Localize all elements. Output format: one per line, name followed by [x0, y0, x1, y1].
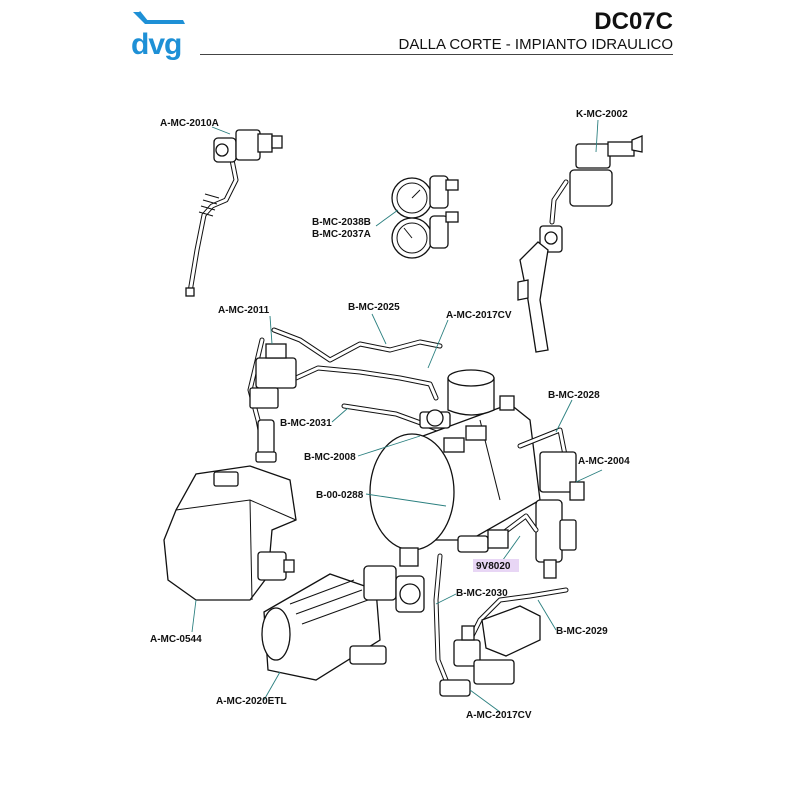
dvg-logo-icon — [133, 11, 185, 24]
label-a-mc-0544[interactable]: A-MC-0544 — [150, 634, 202, 645]
label-b-mc-2028[interactable]: B-MC-2028 — [548, 390, 600, 401]
steam-valve-assembly[interactable] — [185, 129, 283, 297]
label-b-mc-2029[interactable]: B-MC-2029 — [556, 626, 608, 637]
pressure-switch-a-mc-2004[interactable] — [517, 427, 585, 579]
label-b-00-0288[interactable]: B-00-0288 — [316, 490, 364, 501]
logo-text: dvg — [131, 28, 182, 61]
label-highlight — [473, 559, 519, 572]
part-labels: A-MC-2010A K-MC-2002 B-MC-2038B B-MC-203… — [150, 109, 630, 721]
lower-pipes[interactable] — [433, 553, 569, 683]
label-a-mc-2017cv-top[interactable]: A-MC-2017CV — [446, 310, 512, 321]
k-mc-2002-assembly[interactable] — [517, 135, 643, 353]
label-b-mc-2030[interactable]: B-MC-2030 — [456, 588, 508, 599]
label-b-mc-2037a[interactable]: B-MC-2037A — [312, 229, 371, 240]
valve-group-a-mc-2017cv[interactable] — [439, 605, 541, 697]
label-9v8020[interactable]: 9V8020 — [476, 561, 511, 572]
label-b-mc-2038b[interactable]: B-MC-2038B — [312, 217, 371, 228]
label-k-mc-2002[interactable]: K-MC-2002 — [576, 109, 628, 120]
label-a-mc-2020etl[interactable]: A-MC-2020ETL — [216, 696, 287, 707]
valve-9v8020[interactable] — [457, 513, 539, 553]
leader-lines — [191, 119, 603, 713]
pressure-gauges[interactable] — [391, 175, 459, 259]
pump-motor-a-mc-2020etl[interactable] — [261, 547, 425, 681]
label-b-mc-2025[interactable]: B-MC-2025 — [348, 302, 400, 313]
label-a-mc-2010a[interactable]: A-MC-2010A — [160, 118, 219, 129]
model-title: DC07C — [594, 8, 673, 35]
solenoid-valve-a-mc-2011[interactable] — [247, 337, 297, 463]
upper-pipes[interactable] — [271, 327, 443, 433]
diagram-subtitle: DALLA CORTE - IMPIANTO IDRAULICO — [398, 36, 673, 53]
label-a-mc-2011[interactable]: A-MC-2011 — [218, 305, 270, 316]
label-b-mc-2031[interactable]: B-MC-2031 — [280, 418, 332, 429]
motor-housing-a-mc-0544[interactable] — [163, 465, 297, 601]
header-divider — [200, 54, 673, 55]
label-a-mc-2004[interactable]: A-MC-2004 — [578, 456, 630, 467]
label-b-mc-2008[interactable]: B-MC-2008 — [304, 452, 356, 463]
label-a-mc-2017cv-bottom[interactable]: A-MC-2017CV — [466, 710, 532, 721]
